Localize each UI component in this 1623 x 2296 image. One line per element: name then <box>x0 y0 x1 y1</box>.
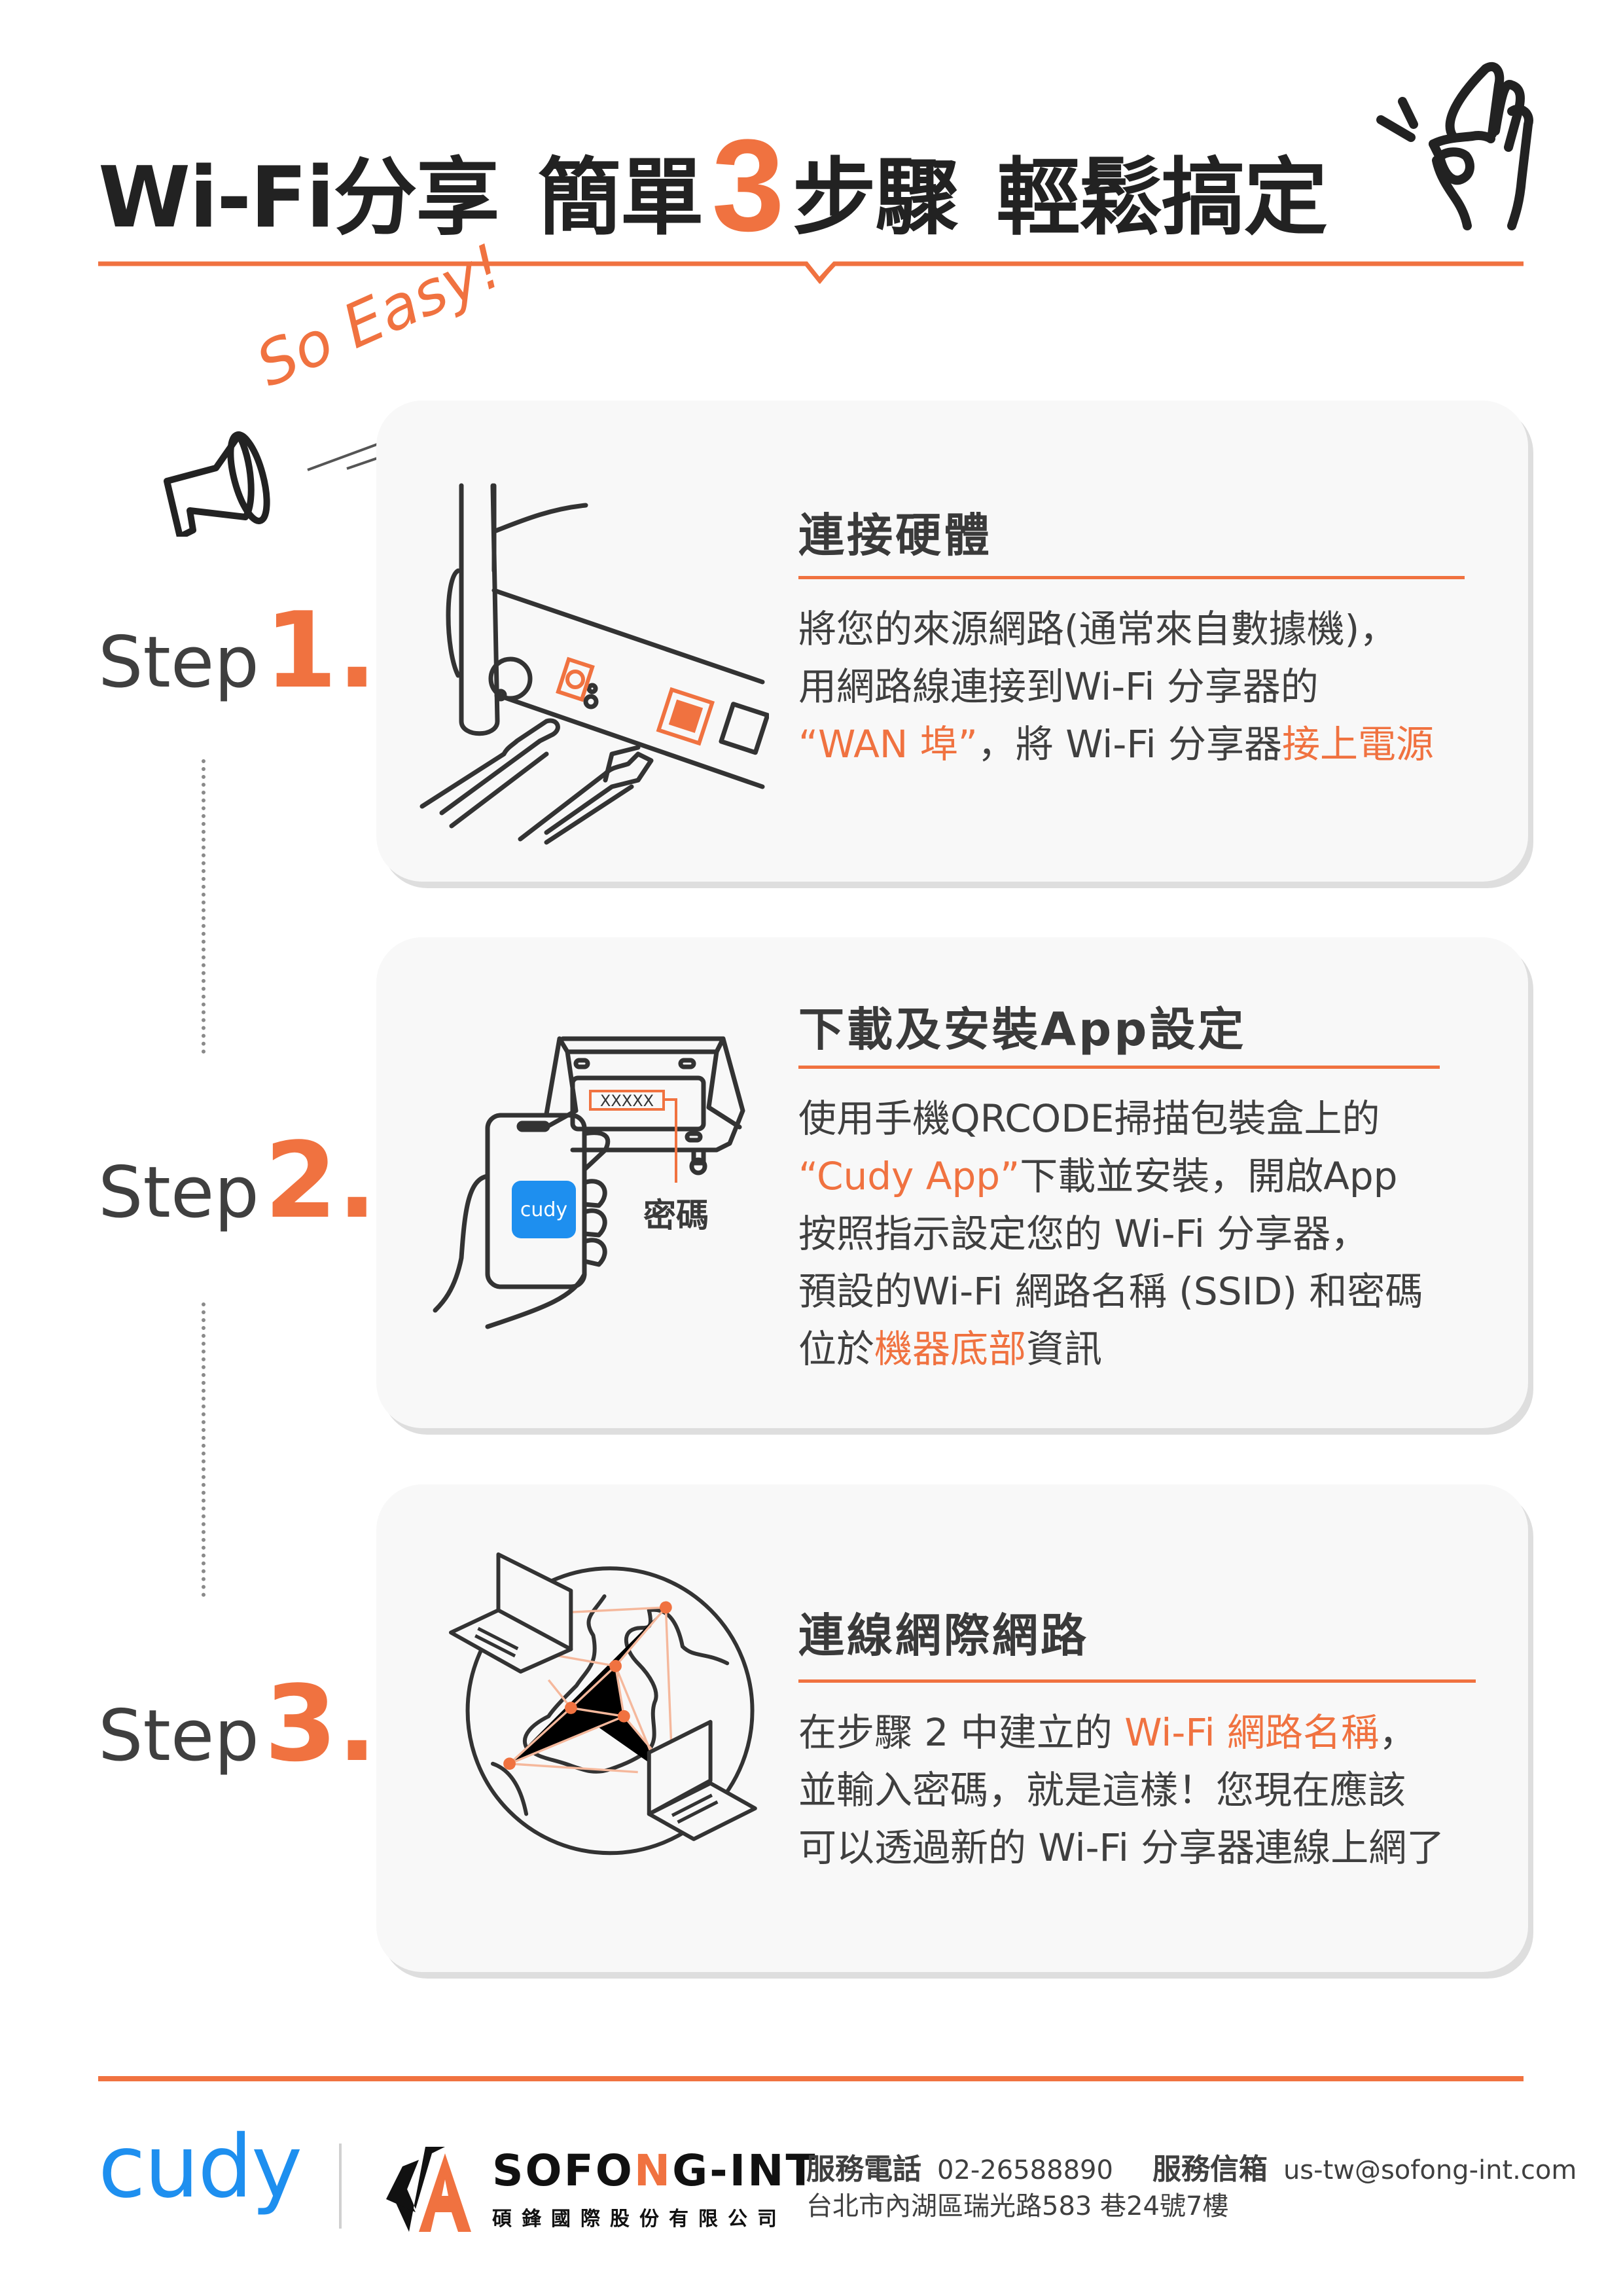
sofong-name: SOFONG-INT <box>492 2145 817 2196</box>
globe-network-illustration <box>448 1552 757 1856</box>
footer-divider <box>98 2076 1524 2081</box>
body-line: 並輸入密碼，就是這樣！您現在應該 <box>798 1768 1406 1812</box>
title-part-2: 簡單 <box>537 149 704 247</box>
step-number: 2. <box>264 1119 378 1242</box>
body-line: 位於機器底部資訊 <box>798 1327 1103 1371</box>
step-connector <box>202 1302 209 1597</box>
phone-label: 服務電話 <box>806 2153 921 2186</box>
contact-row: 服務電話 02-26588890 服務信箱 us-tw@sofong-int.c… <box>806 2145 1577 2187</box>
title-number: 3 <box>711 113 785 259</box>
body-line: 在步驟 2 中建立的 Wi-Fi 網路名稱， <box>798 1710 1418 1755</box>
body-line: “WAN 埠”，將 Wi-Fi 分享器接上電源 <box>798 722 1435 766</box>
phone-app-illustration: cudy XXXXX 密碼 <box>433 1036 745 1329</box>
step-word: Step <box>98 1152 259 1234</box>
step-3-label: Step 3. <box>98 1662 377 1785</box>
title-part-4: 輕鬆搞定 <box>996 149 1328 247</box>
step-2-title-rule <box>798 1066 1440 1069</box>
sofong-name-zh: 碩鋒國際股份有限公司 <box>492 2208 787 2231</box>
step-3-card: 連線網際網路 在步驟 2 中建立的 Wi-Fi 網路名稱， 並輸入密碼，就是這樣… <box>376 1484 1528 1972</box>
step-1-card: 連接硬體 將您的來源網路(通常來自數據機)， 用網路線連接到Wi-Fi 分享器的… <box>376 401 1528 882</box>
body-line: 使用手機QRCODE掃描包裝盒上的 <box>798 1096 1380 1141</box>
step-1-body: 將您的來源網路(通常來自數據機)， 用網路線連接到Wi-Fi 分享器的 “WAN… <box>798 600 1434 773</box>
step-2-title: 下載及安裝App設定 <box>798 1003 1247 1056</box>
megaphone-icon <box>164 431 270 537</box>
step-number: 3. <box>264 1662 378 1785</box>
step-number: 1. <box>264 589 378 711</box>
body-line: 用網路線連接到Wi-Fi 分享器的 <box>798 664 1319 709</box>
body-line: 按照指示設定您的 Wi-Fi 分享器， <box>798 1211 1369 1256</box>
step-connector <box>202 759 209 1054</box>
ok-hand-icon <box>1376 62 1533 230</box>
logo-divider <box>339 2144 342 2229</box>
password-code: XXXXX <box>600 1092 654 1110</box>
sofong-logo-mark <box>386 2147 471 2232</box>
step-2-card: cudy XXXXX 密碼 下載及安裝App設定 使用手機QRCODE掃描包裝盒… <box>376 937 1528 1428</box>
step-3-title: 連線網際網路 <box>798 1609 1089 1662</box>
header-divider <box>98 261 1524 285</box>
step-1-title: 連接硬體 <box>798 509 992 562</box>
email-label: 服務信箱 <box>1152 2153 1268 2186</box>
step-word: Step <box>98 1695 259 1777</box>
step-1-label: Step 1. <box>98 589 377 711</box>
step-3-body: 在步驟 2 中建立的 Wi-Fi 網路名稱， 並輸入密碼，就是這樣！您現在應該 … <box>798 1704 1444 1876</box>
title-part-1: Wi-Fi分享 <box>98 149 499 247</box>
step-2-label: Step 2. <box>98 1119 377 1242</box>
body-line: 可以透過新的 Wi-Fi 分享器連線上網了 <box>798 1825 1445 1870</box>
step-3-title-rule <box>798 1679 1476 1683</box>
step-1-title-rule <box>798 576 1465 579</box>
address-row: 台北市內湖區瑞光路583 巷24號7樓 <box>806 2185 1228 2223</box>
so-easy-tagline: So Easy! <box>246 230 513 401</box>
step-word: Step <box>98 622 259 704</box>
body-line: 將您的來源網路(通常來自數據機)， <box>798 607 1398 651</box>
password-caption: 密碼 <box>643 1196 709 1234</box>
router-ports-illustration <box>419 483 769 845</box>
phone-number[interactable]: 02-26588890 <box>937 2155 1113 2185</box>
address: 台北市內湖區瑞光路583 巷24號7樓 <box>806 2191 1229 2221</box>
email-address[interactable]: us-tw@sofong-int.com <box>1283 2155 1577 2185</box>
body-line: “Cudy App”下載並安裝，開啟App <box>798 1154 1398 1198</box>
title-part-3: 步驟 <box>792 149 959 247</box>
body-line: 預設的Wi-Fi 網路名稱 (SSID) 和密碼 <box>798 1269 1423 1314</box>
cudy-logo: cudy <box>98 2117 302 2217</box>
step-2-body: 使用手機QRCODE掃描包裝盒上的 “Cudy App”下載並安裝，開啟App … <box>798 1090 1423 1378</box>
page-title: Wi-Fi分享 簡單 3 步驟 輕鬆搞定 <box>98 120 1328 251</box>
phone-app-label: cudy <box>520 1198 567 1221</box>
